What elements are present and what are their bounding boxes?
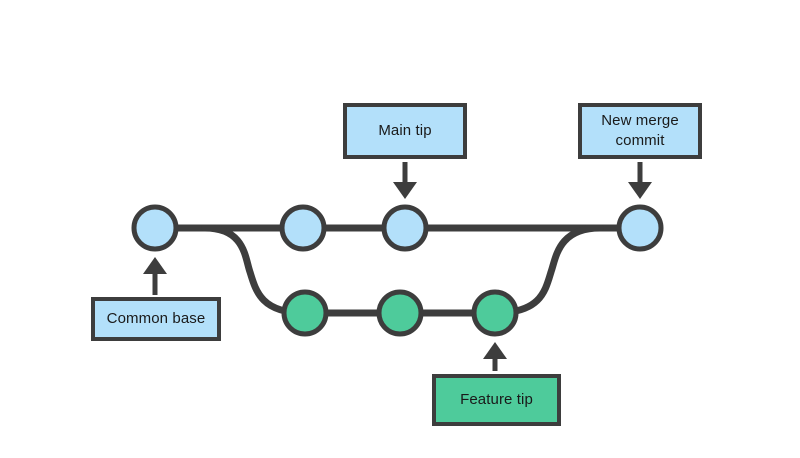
label-box-main-tip[interactable]: Main tip <box>343 103 467 159</box>
commit-node-main-tip[interactable] <box>381 204 429 252</box>
commit-node-feature-2[interactable] <box>376 289 424 337</box>
merge-curve <box>491 224 604 317</box>
label-box-feature-tip[interactable]: Feature tip <box>432 374 561 426</box>
label-box-new-merge-commit[interactable]: New merge commit <box>578 103 702 159</box>
commit-node-base[interactable] <box>131 204 179 252</box>
arrow-feature-tip-icon <box>483 342 507 371</box>
label-text-common-base: Common base <box>106 310 206 327</box>
branch-off-curve <box>201 224 309 317</box>
commit-node-feature-tip[interactable] <box>471 289 519 337</box>
label-text-new-merge-commit: New merge commit <box>601 112 679 149</box>
label-text-main-tip: Main tip <box>378 122 432 139</box>
arrow-main-tip-icon <box>393 162 417 199</box>
label-box-common-base[interactable]: Common base <box>91 297 221 341</box>
commit-node-feature-1[interactable] <box>281 289 329 337</box>
arrow-new-merge-commit-icon <box>628 162 652 199</box>
arrow-common-base-icon <box>143 257 167 295</box>
commit-node-merge-commit[interactable] <box>616 204 664 252</box>
label-text-feature-tip: Feature tip <box>460 391 533 408</box>
commit-node-main-1[interactable] <box>279 204 327 252</box>
